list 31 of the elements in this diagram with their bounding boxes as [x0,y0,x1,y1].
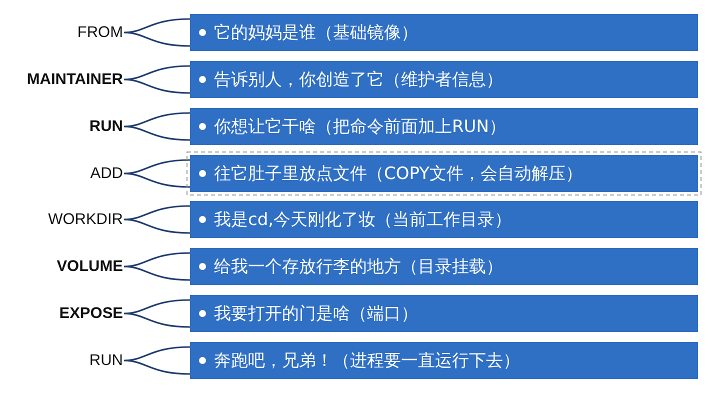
bar-text: 奔跑吧，兄弟！（进程要一直运行下去） [214,350,520,372]
text-bar [190,14,698,51]
bar-text: 告诉别人，你创造了它（维护者信息） [214,69,503,91]
curly-brace [123,346,191,375]
bar-text: 我要打开的门是啥（端口） [214,303,418,325]
text-bar [190,201,698,238]
keyword-label: FROM [77,24,123,42]
keyword-label: WORKDIR [48,210,123,228]
bar-text: 它的妈妈是谁（基础镜像） [214,22,418,44]
curly-brace [123,159,191,188]
curly-brace [123,18,191,47]
curly-brace [123,112,191,141]
curly-brace [123,65,191,94]
keyword-label: ADD [90,164,123,182]
keyword-label: RUN [89,352,123,370]
curly-brace [123,299,191,328]
text-bar [190,342,698,379]
keyword-label: VOLUME [56,258,123,276]
text-bar [190,248,698,285]
curly-brace [123,252,191,281]
text-bar [190,295,698,332]
curly-brace [123,205,191,234]
keyword-label: EXPOSE [59,304,123,322]
bar-text: 我是cd,今天刚化了妆（当前工作目录） [214,209,512,231]
bar-text: 你想让它干啥（把命令前面加上RUN） [214,116,506,138]
bar-text: 给我一个存放行李的地方（目录挂载） [214,256,503,278]
text-bar [190,61,698,98]
text-bar [190,108,698,145]
keyword-label: MAINTAINER [26,70,123,88]
keyword-label: RUN [89,118,123,136]
bar-text: 往它肚子里放点文件（COPY文件，会自动解压） [214,163,583,185]
